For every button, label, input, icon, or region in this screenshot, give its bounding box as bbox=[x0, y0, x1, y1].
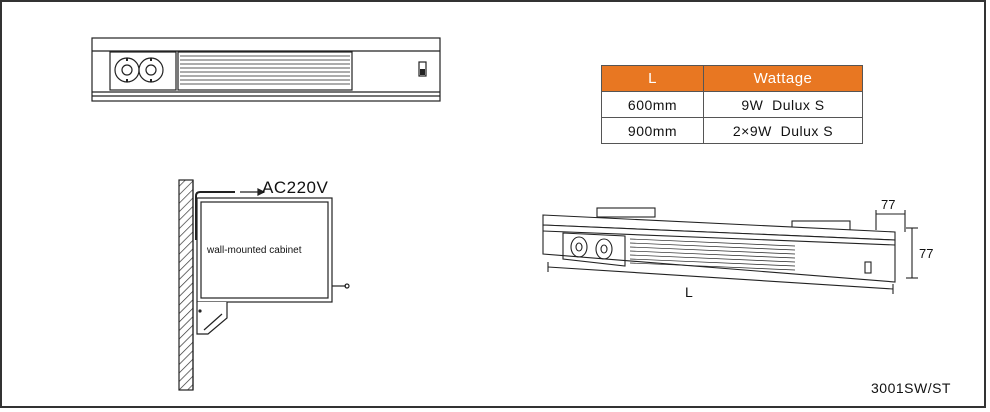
socket-icon bbox=[138, 57, 164, 83]
switch-icon bbox=[864, 261, 872, 274]
column-header-wattage: Wattage bbox=[703, 65, 863, 92]
socket-icon bbox=[595, 238, 613, 260]
cabinet-label: wall-mounted cabinet bbox=[207, 245, 302, 256]
table-cell-length: 600mm bbox=[601, 91, 704, 118]
table-cell-wattage: 2×9W Dulux S bbox=[703, 117, 863, 144]
socket-icon bbox=[114, 57, 140, 83]
cabinet-outline bbox=[196, 197, 333, 303]
model-code: 3001SW/ST bbox=[871, 380, 951, 396]
front-view bbox=[91, 37, 441, 102]
table-row: 600mm 9W Dulux S bbox=[601, 91, 863, 118]
power-label: AC220V bbox=[262, 178, 329, 197]
table-header-row: L Wattage bbox=[601, 65, 863, 92]
table-cell-length: 900mm bbox=[601, 117, 704, 144]
socket-icon bbox=[570, 236, 588, 258]
wall-section bbox=[178, 179, 194, 391]
vent-grille bbox=[180, 55, 350, 85]
column-header-length: L bbox=[601, 65, 704, 92]
perspective-view bbox=[542, 207, 918, 294]
side-view bbox=[178, 179, 350, 391]
height-label: 77 bbox=[919, 246, 934, 261]
depth-label: 77 bbox=[881, 197, 896, 212]
table-cell-wattage: 9W Dulux S bbox=[703, 91, 863, 118]
table-row: 900mm 2×9W Dulux S bbox=[601, 117, 863, 144]
length-dimension bbox=[547, 266, 894, 290]
wattage-table: L Wattage 600mm 9W Dulux S 900mm 2×9W Du… bbox=[601, 65, 863, 144]
switch-icon bbox=[418, 61, 427, 77]
length-label: L bbox=[685, 284, 693, 300]
mount-bracket bbox=[596, 207, 656, 218]
vent-grille bbox=[629, 238, 796, 271]
